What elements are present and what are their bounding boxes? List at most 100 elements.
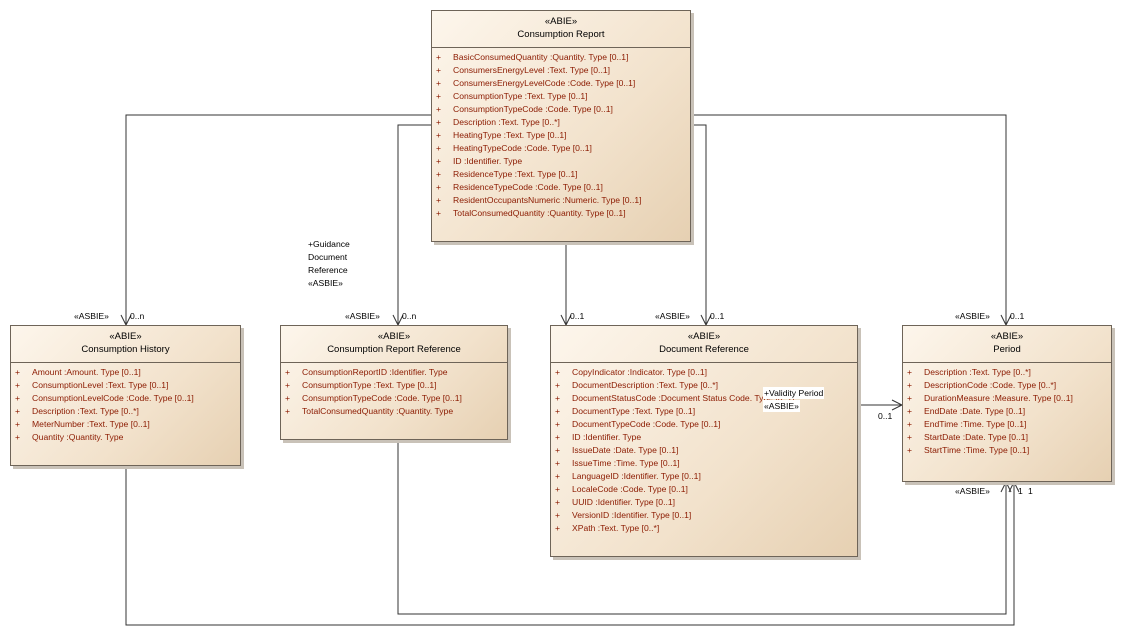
attribute-text: IssueTime :Time. Type [0..1] xyxy=(572,458,680,468)
attribute-row[interactable]: +ResidenceType :Text. Type [0..1] xyxy=(436,168,690,181)
visibility-marker: + xyxy=(555,523,561,533)
attribute-text: LocaleCode :Code. Type [0..1] xyxy=(572,484,688,494)
arrowhead xyxy=(1000,480,1012,493)
role-line: Document xyxy=(308,252,348,262)
attribute-row[interactable]: +HeatingType :Text. Type [0..1] xyxy=(436,129,690,142)
attribute-row[interactable]: +StartDate :Date. Type [0..1] xyxy=(907,431,1111,444)
attribute-text: ConsumptionTypeCode :Code. Type [0..1] xyxy=(302,393,462,403)
attribute-row[interactable]: +DurationMeasure :Measure. Type [0..1] xyxy=(907,392,1111,405)
attribute-row[interactable]: +ConsumptionReportID :Identifier. Type xyxy=(285,366,507,379)
attribute-list: + BasicConsumedQuantity :Quantity. Type [… xyxy=(432,48,690,220)
attribute-row[interactable]: +ConsumptionLevel :Text. Type [0..1] xyxy=(15,379,240,392)
attribute-row[interactable]: +ConsumersEnergyLevelCode :Code. Type [0… xyxy=(436,77,690,90)
attribute-row[interactable]: +Description :Text. Type [0..*] xyxy=(436,116,690,129)
attribute-row[interactable]: +VersionID :Identifier. Type [0..1] xyxy=(555,509,857,522)
attribute-row[interactable]: +ID :Identifier. Type xyxy=(436,155,690,168)
attribute-row[interactable]: +StartTime :Time. Type [0..1] xyxy=(907,444,1111,457)
visibility-marker: + xyxy=(907,432,913,442)
attribute-row[interactable]: +ConsumptionTypeCode :Code. Type [0..1] xyxy=(436,103,690,116)
visibility-marker: + xyxy=(436,130,442,140)
attribute-text: Quantity :Quantity. Type xyxy=(32,432,124,442)
class-name: Consumption Report xyxy=(517,29,605,40)
attribute-row[interactable]: +ConsumptionType :Text. Type [0..1] xyxy=(285,379,507,392)
attribute-row[interactable]: +LocaleCode :Code. Type [0..1] xyxy=(555,483,857,496)
period-bottom-multiplicity-label: 1 xyxy=(1028,486,1033,496)
attribute-text: ConsumptionLevelCode :Code. Type [0..1] xyxy=(32,393,194,403)
visibility-marker: + xyxy=(285,367,291,377)
attribute-row[interactable]: +Quantity :Quantity. Type xyxy=(15,431,240,444)
attribute-row[interactable]: +BasicConsumedQuantity :Quantity. Type [… xyxy=(436,51,690,64)
attribute-row[interactable]: +UUID :Identifier. Type [0..1] xyxy=(555,496,857,509)
attribute-row[interactable]: +ConsumersEnergyLevel :Text. Type [0..1] xyxy=(436,64,690,77)
class-consumption-report[interactable]: «ABIE» Consumption Report +BasicConsumed… xyxy=(431,10,691,242)
visibility-marker: + xyxy=(436,91,442,101)
attribute-row[interactable]: +LanguageID :Identifier. Type [0..1] xyxy=(555,470,857,483)
history-multiplicity-label: 0..n xyxy=(130,311,145,321)
class-name: Document Reference xyxy=(659,344,749,355)
attribute-row[interactable]: +MeterNumber :Text. Type [0..1] xyxy=(15,418,240,431)
attribute-row[interactable]: +DocumentDescription :Text. Type [0..*] xyxy=(555,379,857,392)
validity-role-label: +Validity Period xyxy=(763,387,825,399)
attribute-row[interactable]: +DocumentType :Text. Type [0..1] xyxy=(555,405,857,418)
attribute-row[interactable]: + EndDate :Date. Type [0..1] xyxy=(907,405,1111,418)
visibility-marker: + xyxy=(907,419,913,429)
class-consumption-report-reference[interactable]: «ABIE» Consumption Report Reference +Con… xyxy=(280,325,508,440)
attribute-row[interactable]: +Description :Text. Type [0..*] xyxy=(15,405,240,418)
visibility-marker: + xyxy=(555,510,561,520)
visibility-marker: + xyxy=(436,143,442,153)
attribute-text: BasicConsumedQuantity :Quantity. Type [0… xyxy=(453,52,629,62)
attribute-row[interactable]: + ConsumptionType :Text. Type [0..1] xyxy=(436,90,690,103)
attribute-text: EndDate :Date. Type [0..1] xyxy=(924,406,1026,416)
visibility-marker: + xyxy=(555,497,561,507)
attribute-text: ConsumptionType :Text. Type [0..1] xyxy=(453,91,588,101)
visibility-marker: + xyxy=(555,432,561,442)
visibility-marker: + xyxy=(436,208,442,218)
visibility-marker: + xyxy=(15,393,21,403)
attribute-row[interactable]: + HeatingTypeCode :Code. Type [0..1] xyxy=(436,142,690,155)
class-consumption-history[interactable]: «ABIE» Consumption History +Amount :Amou… xyxy=(10,325,241,466)
attribute-row[interactable]: +TotalConsumedQuantity :Quantity. Type [… xyxy=(436,207,690,220)
attribute-row[interactable]: +ResidenceTypeCode :Code. Type [0..1] xyxy=(436,181,690,194)
attribute-row[interactable]: + ConsumptionLevelCode :Code. Type [0..1] xyxy=(15,392,240,405)
compartment-divider xyxy=(281,362,507,363)
visibility-marker: + xyxy=(436,104,442,114)
attribute-text: Description :Text. Type [0..*] xyxy=(453,117,560,127)
attribute-text: Amount :Amount. Type [0..1] xyxy=(32,367,141,377)
attribute-list: +Description :Text. Type [0..*]+Descript… xyxy=(903,363,1111,457)
class-period[interactable]: «ABIE» Period +Description :Text. Type [… xyxy=(902,325,1112,482)
attribute-row[interactable]: +IssueTime :Time. Type [0..1] xyxy=(555,457,857,470)
attribute-text: DescriptionCode :Code. Type [0..*] xyxy=(924,380,1057,390)
crr-multiplicity-label: 0..n xyxy=(402,311,417,321)
attribute-row[interactable]: +ConsumptionTypeCode :Code. Type [0..1] xyxy=(285,392,507,405)
attribute-text: CopyIndicator :Indicator. Type [0..1] xyxy=(572,367,708,377)
attribute-row[interactable]: +EndTime :Time. Type [0..1] xyxy=(907,418,1111,431)
visibility-marker: + xyxy=(555,471,561,481)
compartment-divider xyxy=(11,362,240,363)
attribute-row[interactable]: +CopyIndicator :Indicator. Type [0..1] xyxy=(555,366,857,379)
attribute-row[interactable]: +XPath :Text. Type [0..*] xyxy=(555,522,857,535)
attribute-text: MeterNumber :Text. Type [0..1] xyxy=(32,419,150,429)
attribute-row[interactable]: +DocumentStatusCode :Document Status Cod… xyxy=(555,392,857,405)
attribute-row[interactable]: +IssueDate :Date. Type [0..1] xyxy=(555,444,857,457)
class-document-reference[interactable]: «ABIE» Document Reference +CopyIndicator… xyxy=(550,325,858,557)
attribute-text: Description :Text. Type [0..*] xyxy=(924,367,1031,377)
attribute-list: +ConsumptionReportID :Identifier. Type+C… xyxy=(281,363,507,418)
attribute-row[interactable]: +Amount :Amount. Type [0..1] xyxy=(15,366,240,379)
visibility-marker: + xyxy=(436,78,442,88)
attribute-text: HeatingTypeCode :Code. Type [0..1] xyxy=(453,143,592,153)
attribute-row[interactable]: + ID :Identifier. Type xyxy=(555,431,857,444)
assoc-history-line xyxy=(125,114,431,325)
attribute-text: ID :Identifier. Type xyxy=(572,432,642,442)
role-line: +Guidance xyxy=(308,239,350,249)
attribute-row[interactable]: +DescriptionCode :Code. Type [0..*] xyxy=(907,379,1111,392)
attribute-text: ConsumersEnergyLevel :Text. Type [0..1] xyxy=(453,65,610,75)
attribute-row[interactable]: +TotalConsumedQuantity :Quantity. Type xyxy=(285,405,507,418)
visibility-marker: + xyxy=(285,380,291,390)
period-multiplicity-label: 0..1 xyxy=(1010,311,1025,321)
attribute-text: StartTime :Time. Type [0..1] xyxy=(924,445,1030,455)
visibility-marker: + xyxy=(907,406,913,416)
attribute-row[interactable]: +Description :Text. Type [0..*] xyxy=(907,366,1111,379)
attribute-row[interactable]: +DocumentTypeCode :Code. Type [0..1] xyxy=(555,418,857,431)
attribute-row[interactable]: +ResidentOccupantsNumeric :Numeric. Type… xyxy=(436,194,690,207)
arrowhead xyxy=(1008,480,1020,493)
